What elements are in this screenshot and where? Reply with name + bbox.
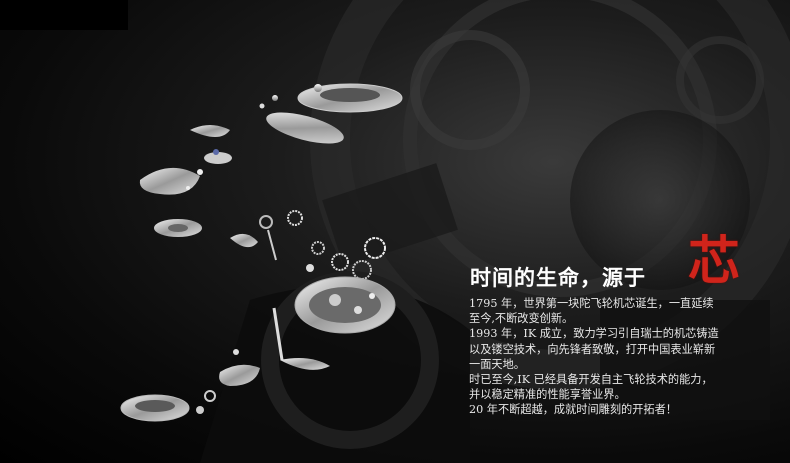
story-line: 1993 年，IK 成立，致力学习引自瑞士的机芯铸造: [469, 327, 719, 341]
story-line: 并以稳定精准的性能享誉业界。: [469, 388, 626, 402]
story-line: 至今,不断改变创新。: [469, 312, 574, 326]
story-line: 1795 年，世界第一块陀飞轮机芯诞生，一直延续: [469, 297, 714, 310]
story-line: 以及镂空技术，向先锋者致敬，打开中国表业崭新: [469, 342, 716, 356]
story-line: 20 年不断超越，成就时间雕刻的开拓者！: [469, 403, 677, 417]
corner-overlay: [0, 0, 128, 30]
story-line: 时已至今,IK 已经具备开发自主飞轮技术的能力，: [469, 373, 713, 387]
story-line: 一面天地。: [469, 357, 525, 371]
headline: 时间的生命，源于: [470, 266, 646, 290]
headline-accent-character: 芯: [688, 231, 741, 292]
brand-story: 1795 年，世界第一块陀飞轮机芯诞生，一直延续 至今,不断改变创新。 1993…: [469, 296, 769, 418]
